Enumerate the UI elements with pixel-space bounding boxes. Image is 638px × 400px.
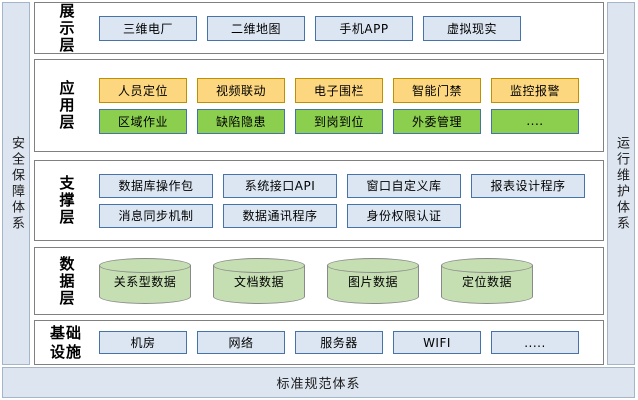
cylinder-label: 文档数据 xyxy=(233,274,284,289)
node-wifi[interactable]: WIFI xyxy=(393,331,481,354)
layer-application-row-primary: 人员定位 视频联动 电子围栏 智能门禁 监控报警 xyxy=(99,77,597,103)
node-outsourcing-management[interactable]: 外委管理 xyxy=(393,108,481,134)
layer-presentation: 展示层 三维电厂 二维地图 手机APP 虚拟现实 xyxy=(34,2,604,54)
node-application-more[interactable]: .... xyxy=(491,108,579,134)
layer-support-label: 支撑层 xyxy=(57,175,76,226)
bottom-bar-label: 标准规范体系 xyxy=(276,377,361,392)
cylinder-relational-data[interactable]: 关系型数据 xyxy=(99,258,191,304)
node-electronic-fence[interactable]: 电子围栏 xyxy=(295,77,383,103)
layer-support-row-secondary: 消息同步机制 数据通讯程序 身份权限认证 xyxy=(99,203,597,228)
layer-infrastructure-label: 基础设施 xyxy=(49,323,82,361)
right-rail-label: 运行维护体系 xyxy=(614,135,629,232)
node-computer-room[interactable]: 机房 xyxy=(99,331,187,354)
node-data-communication-program[interactable]: 数据通讯程序 xyxy=(223,203,337,228)
cylinder-top-ellipse xyxy=(327,258,419,273)
node-post-arrival[interactable]: 到岗到位 xyxy=(295,108,383,134)
cylinder-document-data[interactable]: 文档数据 xyxy=(213,258,305,304)
layer-data: 数据层 关系型数据 文档数据 xyxy=(34,247,604,315)
layer-application-label: 应用层 xyxy=(57,80,76,131)
node-window-custom-library[interactable]: 窗口自定义库 xyxy=(347,173,461,198)
layer-data-row: 关系型数据 文档数据 图片数据 定 xyxy=(99,258,597,304)
node-message-sync-mechanism[interactable]: 消息同步机制 xyxy=(99,203,213,228)
layer-infrastructure-row: 机房 网络 服务器 WIFI ..... xyxy=(99,331,597,354)
layer-presentation-label: 展示层 xyxy=(57,2,76,54)
layer-support-row-primary: 数据库操作包 系统接口API 窗口自定义库 报表设计程序 xyxy=(99,173,597,198)
cylinder-top-ellipse xyxy=(213,258,305,273)
right-rail-maintenance-system: 运行维护体系 xyxy=(607,2,635,365)
node-smart-access-control[interactable]: 智能门禁 xyxy=(393,77,481,103)
cylinder-label: 关系型数据 xyxy=(113,274,177,289)
layer-application: 应用层 人员定位 视频联动 电子围栏 智能门禁 监控报警 区域作业 缺陷隐患 到… xyxy=(34,59,604,152)
node-3d-power-plant[interactable]: 三维电厂 xyxy=(99,15,197,41)
cylinder-top-ellipse xyxy=(441,258,533,273)
cylinder-top-ellipse xyxy=(99,258,191,273)
node-virtual-reality[interactable]: 虚拟现实 xyxy=(423,15,521,41)
node-defect-hazard[interactable]: 缺陷隐患 xyxy=(197,108,285,134)
node-2d-map[interactable]: 二维地图 xyxy=(207,15,305,41)
node-infrastructure-more[interactable]: ..... xyxy=(491,331,579,354)
layer-support-body: 数据库操作包 系统接口API 窗口自定义库 报表设计程序 消息同步机制 数据通讯… xyxy=(97,161,603,240)
cylinder-label: 图片数据 xyxy=(347,274,398,289)
node-network[interactable]: 网络 xyxy=(197,331,285,354)
node-video-linkage[interactable]: 视频联动 xyxy=(197,77,285,103)
cylinder-label: 定位数据 xyxy=(461,274,512,289)
layer-data-body: 关系型数据 文档数据 图片数据 定 xyxy=(97,248,603,314)
node-personnel-positioning[interactable]: 人员定位 xyxy=(99,77,187,103)
layer-support: 支撑层 数据库操作包 系统接口API 窗口自定义库 报表设计程序 消息同步机制 … xyxy=(34,160,604,241)
left-rail-security-system: 安全保障体系 xyxy=(2,2,30,365)
bottom-bar-standard-system: 标准规范体系 xyxy=(2,367,635,398)
node-system-interface-api[interactable]: 系统接口API xyxy=(223,173,337,198)
node-mobile-app[interactable]: 手机APP xyxy=(315,15,413,41)
layer-application-body: 人员定位 视频联动 电子围栏 智能门禁 监控报警 区域作业 缺陷隐患 到岗到位 … xyxy=(97,60,603,151)
layer-infrastructure: 基础设施 机房 网络 服务器 WIFI ..... xyxy=(34,320,604,365)
node-area-operation[interactable]: 区域作业 xyxy=(99,108,187,134)
layer-application-row-secondary: 区域作业 缺陷隐患 到岗到位 外委管理 .... xyxy=(99,108,597,134)
layer-presentation-row: 三维电厂 二维地图 手机APP 虚拟现实 xyxy=(99,15,597,41)
node-monitoring-alarm[interactable]: 监控报警 xyxy=(491,77,579,103)
left-rail-label: 安全保障体系 xyxy=(9,135,24,232)
layer-infrastructure-body: 机房 网络 服务器 WIFI ..... xyxy=(97,321,603,364)
node-identity-authorization[interactable]: 身份权限认证 xyxy=(347,203,461,228)
cylinder-image-data[interactable]: 图片数据 xyxy=(327,258,419,304)
cylinder-location-data[interactable]: 定位数据 xyxy=(441,258,533,304)
layer-presentation-body: 三维电厂 二维地图 手机APP 虚拟现实 xyxy=(97,3,603,53)
node-report-design-program[interactable]: 报表设计程序 xyxy=(471,173,585,198)
node-database-operation-package[interactable]: 数据库操作包 xyxy=(99,173,213,198)
layer-data-label: 数据层 xyxy=(57,255,76,307)
node-server[interactable]: 服务器 xyxy=(295,331,383,354)
